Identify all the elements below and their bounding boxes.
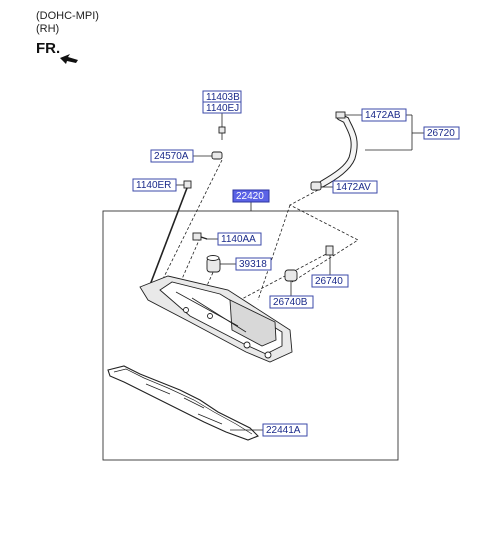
part-label-39318-text: 39318 xyxy=(239,259,267,270)
part-label-1472ab[interactable]: 1472AB xyxy=(361,108,407,122)
part-label-26740[interactable]: 26740 xyxy=(311,274,349,288)
clamp-1472av-drawing xyxy=(310,181,322,191)
part-label-1140ej[interactable]: 1140EJ xyxy=(202,101,242,114)
bolt-1140aa-drawing xyxy=(192,232,208,241)
part-label-22420-text: 22420 xyxy=(236,191,264,202)
part-label-1472av-text: 1472AV xyxy=(336,182,371,193)
part-label-24570a[interactable]: 24570A xyxy=(150,149,194,163)
part-label-11403b[interactable]: 11403B xyxy=(202,90,242,103)
part-label-22441a[interactable]: 22441A xyxy=(262,423,308,437)
stud-1140er-drawing xyxy=(149,180,192,286)
gasket-22441a-drawing xyxy=(107,365,259,441)
side-label: (RH) xyxy=(36,23,60,35)
front-arrow-icon xyxy=(60,54,78,64)
front-direction-label: FR. xyxy=(36,40,61,57)
nipple-26740-drawing xyxy=(325,245,334,256)
part-label-1140ej-text: 1140EJ xyxy=(206,103,239,114)
hose-26720-drawing xyxy=(318,111,358,188)
part-label-1140er[interactable]: 1140ER xyxy=(132,178,177,192)
engine-type-label: (DOHC-MPI) xyxy=(36,10,99,22)
valve-39318-drawing xyxy=(206,255,221,273)
part-label-26720-text: 26720 xyxy=(427,128,455,139)
part-label-1140er-text: 1140ER xyxy=(136,180,171,191)
part-label-22420[interactable]: 22420 xyxy=(232,189,270,203)
part-label-11403b-text: 11403B xyxy=(206,92,240,103)
part-label-39318[interactable]: 39318 xyxy=(235,257,272,271)
part-label-22441a-text: 22441A xyxy=(266,425,301,436)
part-label-1472ab-text: 1472AB xyxy=(365,110,401,121)
part-label-26720[interactable]: 26720 xyxy=(423,126,460,140)
part-label-1140aa-text: 1140AA xyxy=(221,234,256,245)
part-label-26740b[interactable]: 26740B xyxy=(269,295,314,309)
grommet-26740b-drawing xyxy=(284,269,298,282)
clip-24570a-drawing xyxy=(211,151,223,160)
part-label-1140aa[interactable]: 1140AA xyxy=(217,232,262,246)
part-label-1472av[interactable]: 1472AV xyxy=(332,180,378,194)
assembly-frame xyxy=(102,210,399,461)
part-label-26740-text: 26740 xyxy=(315,276,343,287)
cylinder-head-cover-drawing xyxy=(139,275,293,363)
bolt-11403b-drawing xyxy=(218,126,226,140)
part-label-24570a-text: 24570A xyxy=(154,151,189,162)
part-label-26740b-text: 26740B xyxy=(273,297,308,308)
